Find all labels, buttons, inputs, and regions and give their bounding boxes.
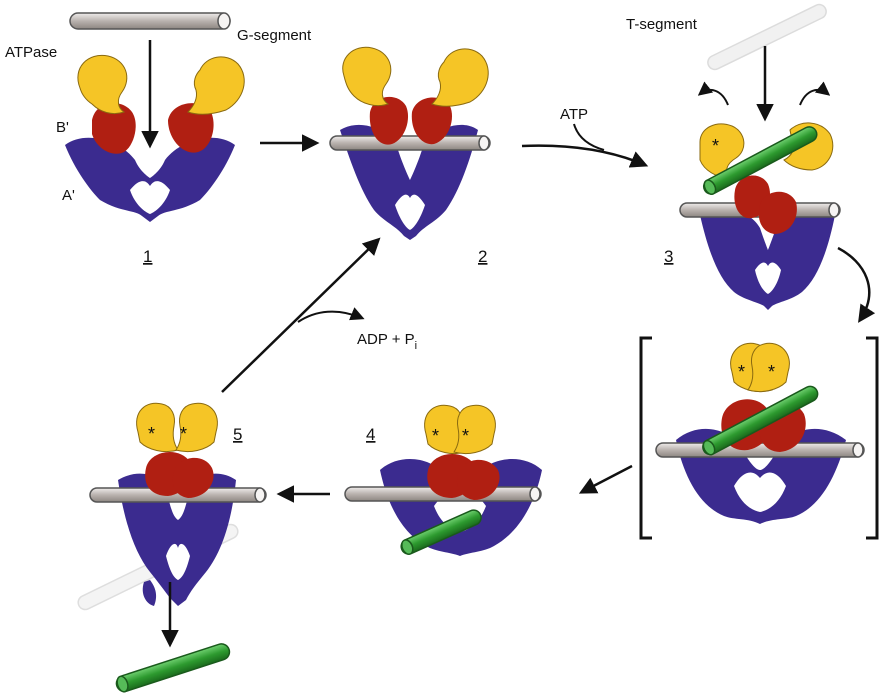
g-segment-rod: [656, 443, 864, 457]
rotate-arrow-left: [700, 90, 728, 105]
atp-asterisk-4: *: [768, 362, 775, 382]
b-prime-label: B': [56, 119, 69, 136]
stage-1: 1: [65, 13, 244, 266]
atp-asterisk-7: *: [148, 424, 155, 444]
atp-asterisk-8: *: [180, 424, 187, 444]
stage-intermediate: * *: [641, 338, 877, 538]
t-segment-ghost: [706, 2, 829, 72]
stage-5: * * 5: [76, 403, 266, 693]
atp-asterisk-5: *: [432, 426, 439, 446]
stage-2: 2: [330, 47, 490, 266]
stage-4: * * 4: [345, 405, 542, 556]
step-label-4: 4: [366, 425, 375, 444]
adp-release-arrow: [298, 312, 362, 322]
t-segment-released: [114, 642, 231, 694]
t-segment-label: T-segment: [626, 16, 698, 33]
stage-3: T-segment * * 3: [626, 2, 840, 310]
atp-input-arrow: [574, 124, 604, 150]
adp-label: ADP + Pi: [357, 331, 417, 352]
bracket-right: [866, 338, 877, 538]
bracket-left: [641, 338, 652, 538]
atp-asterisk-3: *: [738, 362, 745, 382]
rotate-arrow-right: [800, 90, 828, 105]
atp-label: ATP: [560, 106, 588, 123]
arrow-2-to-3: [522, 146, 645, 165]
step-label-2: 2: [478, 247, 487, 266]
adp-label-main: ADP + P: [357, 331, 415, 348]
g-segment-rod: [330, 136, 490, 150]
g-segment-label: G-segment: [237, 27, 312, 44]
arrow-intermediate-to-4: [582, 466, 632, 492]
step-label-5: 5: [233, 425, 242, 444]
step-label-1: 1: [143, 247, 152, 266]
arrow-3-to-intermediate: [838, 248, 869, 320]
a-prime-label: A': [62, 187, 75, 204]
adp-label-sub: i: [415, 340, 417, 352]
atp-asterisk-1: *: [712, 136, 719, 156]
atp-asterisk-6: *: [462, 426, 469, 446]
g-segment-rod: [70, 13, 230, 29]
step-label-3: 3: [664, 247, 673, 266]
atpase-label: ATPase: [5, 44, 57, 61]
